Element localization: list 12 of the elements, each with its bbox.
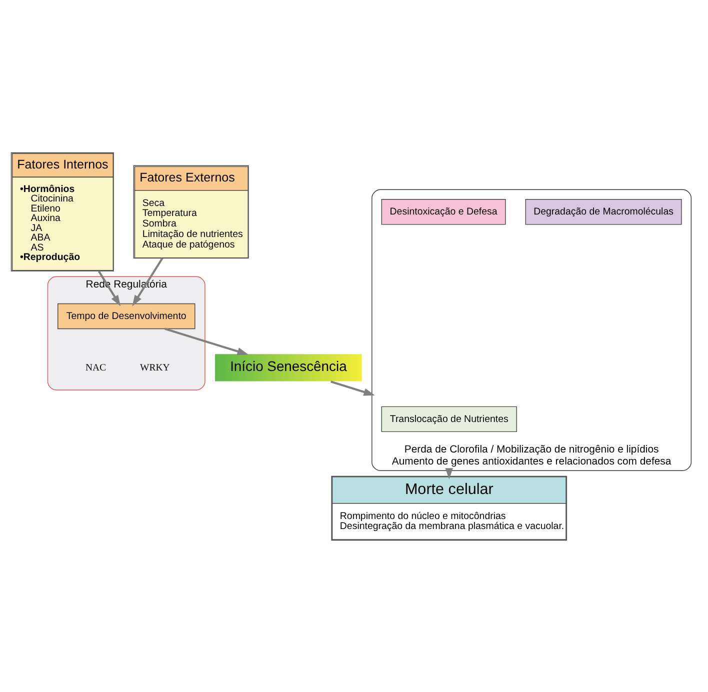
- node-box: Translocação de Nutrientes: [381, 406, 517, 432]
- arrow: [98, 270, 121, 306]
- arrow: [132, 257, 164, 306]
- arrow: [330, 380, 375, 396]
- node-box: Tempo de Desenvolvimento: [58, 302, 196, 329]
- arrow: [164, 327, 248, 355]
- arrow: [445, 468, 454, 479]
- label: NAC: [86, 362, 106, 373]
- node-box: Degradação de Macromoléculas: [525, 198, 682, 224]
- node-box: Desintoxicação e Defesa: [381, 198, 506, 224]
- label: WRKY: [140, 362, 170, 373]
- node-box: Início Senescência: [214, 352, 363, 382]
